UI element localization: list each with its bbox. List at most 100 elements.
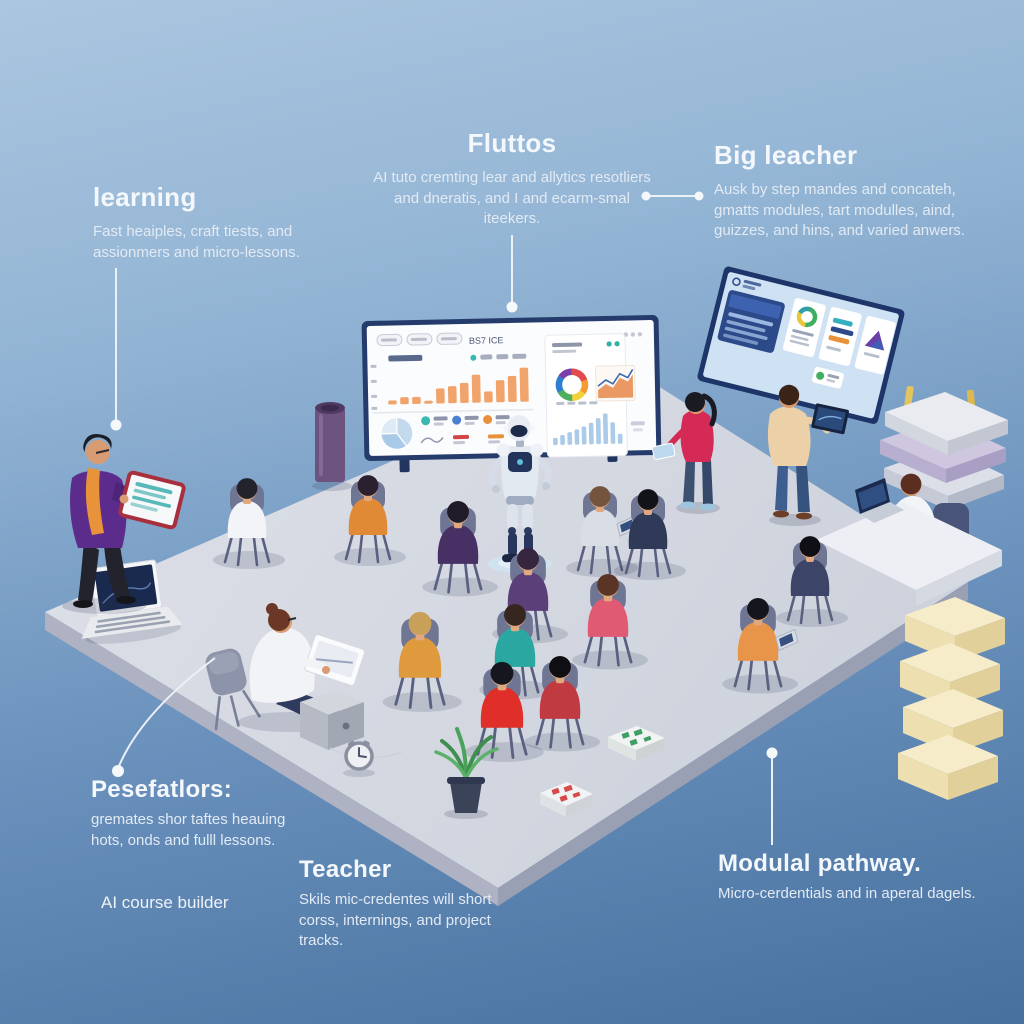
cream-block [898, 735, 998, 800]
label-teacher-body: Skils mic-credentes will short corss, in… [299, 891, 492, 950]
donut-segment [555, 368, 589, 401]
bar [388, 400, 397, 405]
gray-box [300, 690, 403, 759]
yoga-mat-cylinder [312, 402, 352, 491]
dashboard-side-card [544, 333, 636, 458]
ponytail [701, 393, 717, 427]
label-fluttos: Fluttos AI tuto cremting lear and allyti… [366, 128, 658, 230]
seated-person [614, 489, 686, 580]
donut-segment [555, 368, 589, 401]
seated-person [382, 611, 462, 712]
seated-person [722, 598, 799, 694]
bar [595, 418, 601, 445]
bar [567, 432, 573, 445]
bar [436, 388, 445, 404]
label-modular-pathway-heading: Modulal pathway. [718, 850, 922, 877]
label-pesefatlors-heading: Pesefatlors: [91, 776, 232, 803]
bar [447, 386, 457, 404]
bar [574, 429, 580, 445]
books-stack [880, 385, 1008, 510]
leader-dot-learning [110, 419, 122, 431]
seated-person [566, 486, 639, 577]
card-dot-icon [606, 341, 612, 347]
screen-logo-icon [732, 277, 741, 286]
glasses-icon [95, 449, 110, 454]
platform-edge-left [45, 612, 498, 906]
pie-slice [395, 416, 414, 447]
desk-top [816, 502, 1002, 590]
bar [553, 437, 558, 446]
pie-slice [380, 416, 398, 435]
bar [519, 367, 529, 402]
donut-chart [555, 368, 589, 401]
window-dot [637, 332, 643, 337]
leader-dot-modular [766, 747, 778, 759]
empty-chair [205, 648, 262, 731]
label-pesefatlors-body: gremates shor taftes heauing hots, onds … [91, 811, 286, 849]
bar [400, 397, 409, 405]
label-learning: learning Fast heaiples, craft tiests, an… [93, 182, 333, 263]
held-laptop [811, 403, 849, 435]
bar [581, 426, 587, 445]
people-group [213, 475, 848, 762]
dashboard-code: BS7 ICE [469, 335, 504, 346]
seated-person [524, 656, 600, 752]
seated-person [776, 536, 848, 627]
standing-woman-red [651, 392, 720, 514]
stat-icon [421, 416, 431, 426]
donut-segment [555, 368, 589, 401]
bar [507, 375, 517, 403]
divider [372, 408, 534, 414]
label-modular-pathway-body: Micro-cerdentials and in aperal dagels. [718, 885, 976, 902]
seated-person [572, 574, 648, 670]
bar [602, 413, 609, 445]
seated-person [422, 501, 498, 597]
bar [617, 433, 623, 444]
stat-icon [452, 415, 462, 425]
label-learning-body: Fast heaiples, craft tiests, and assionm… [93, 223, 300, 261]
label-pesefatlors: Pesefatlors: gremates shor taftes heauin… [91, 776, 286, 851]
main-presentation-screen: BS7 ICE [361, 315, 662, 473]
tablet [651, 442, 676, 461]
red-pattern-box [540, 782, 593, 817]
label-modular-pathway: Modulal pathway. Micro-cerdentials and i… [718, 850, 1018, 905]
label-fluttos-body: AI tuto cremting lear and allytics resot… [373, 169, 651, 228]
label-learning-heading: learning [93, 182, 197, 212]
bar [588, 422, 594, 445]
leader-dot-pesefatlors [112, 765, 124, 777]
leader-dot-fluttos [506, 301, 518, 313]
bar [610, 422, 616, 444]
clipboard [118, 470, 186, 530]
main-bar-chart [388, 367, 529, 405]
glasses-icon [287, 617, 297, 621]
label-teacher: Teacher Skils mic-credentes will short c… [299, 856, 534, 952]
bar [484, 391, 493, 403]
standing-man-clipboard [62, 434, 186, 614]
text-blob [632, 428, 643, 432]
screen-card-bars [818, 307, 862, 366]
screen-card-donut [782, 298, 826, 357]
bar [459, 382, 469, 404]
person-at-desk [816, 473, 1002, 606]
bar [424, 400, 433, 404]
text-blob [630, 421, 645, 426]
standing-man-tan [767, 384, 849, 526]
label-teacher-heading: Teacher [299, 856, 392, 883]
bar [412, 396, 421, 405]
leader-dot-left [641, 191, 651, 201]
screen-sidebar-card [717, 290, 785, 353]
bar [495, 380, 505, 403]
pie-chart [380, 416, 414, 450]
window-dot [630, 332, 636, 337]
cream-blocks-stack [898, 597, 1005, 800]
alarm-clock [343, 740, 375, 777]
stats-rows [420, 414, 510, 445]
chart-title-blob [388, 354, 423, 362]
label-ai-course-builder: AI course builder [101, 893, 229, 912]
donut-segment [555, 368, 589, 401]
card-dot-icon [614, 341, 620, 347]
hair-bun [266, 603, 278, 615]
label-fluttos-heading: Fluttos [467, 128, 557, 158]
chart-legend [470, 353, 527, 361]
